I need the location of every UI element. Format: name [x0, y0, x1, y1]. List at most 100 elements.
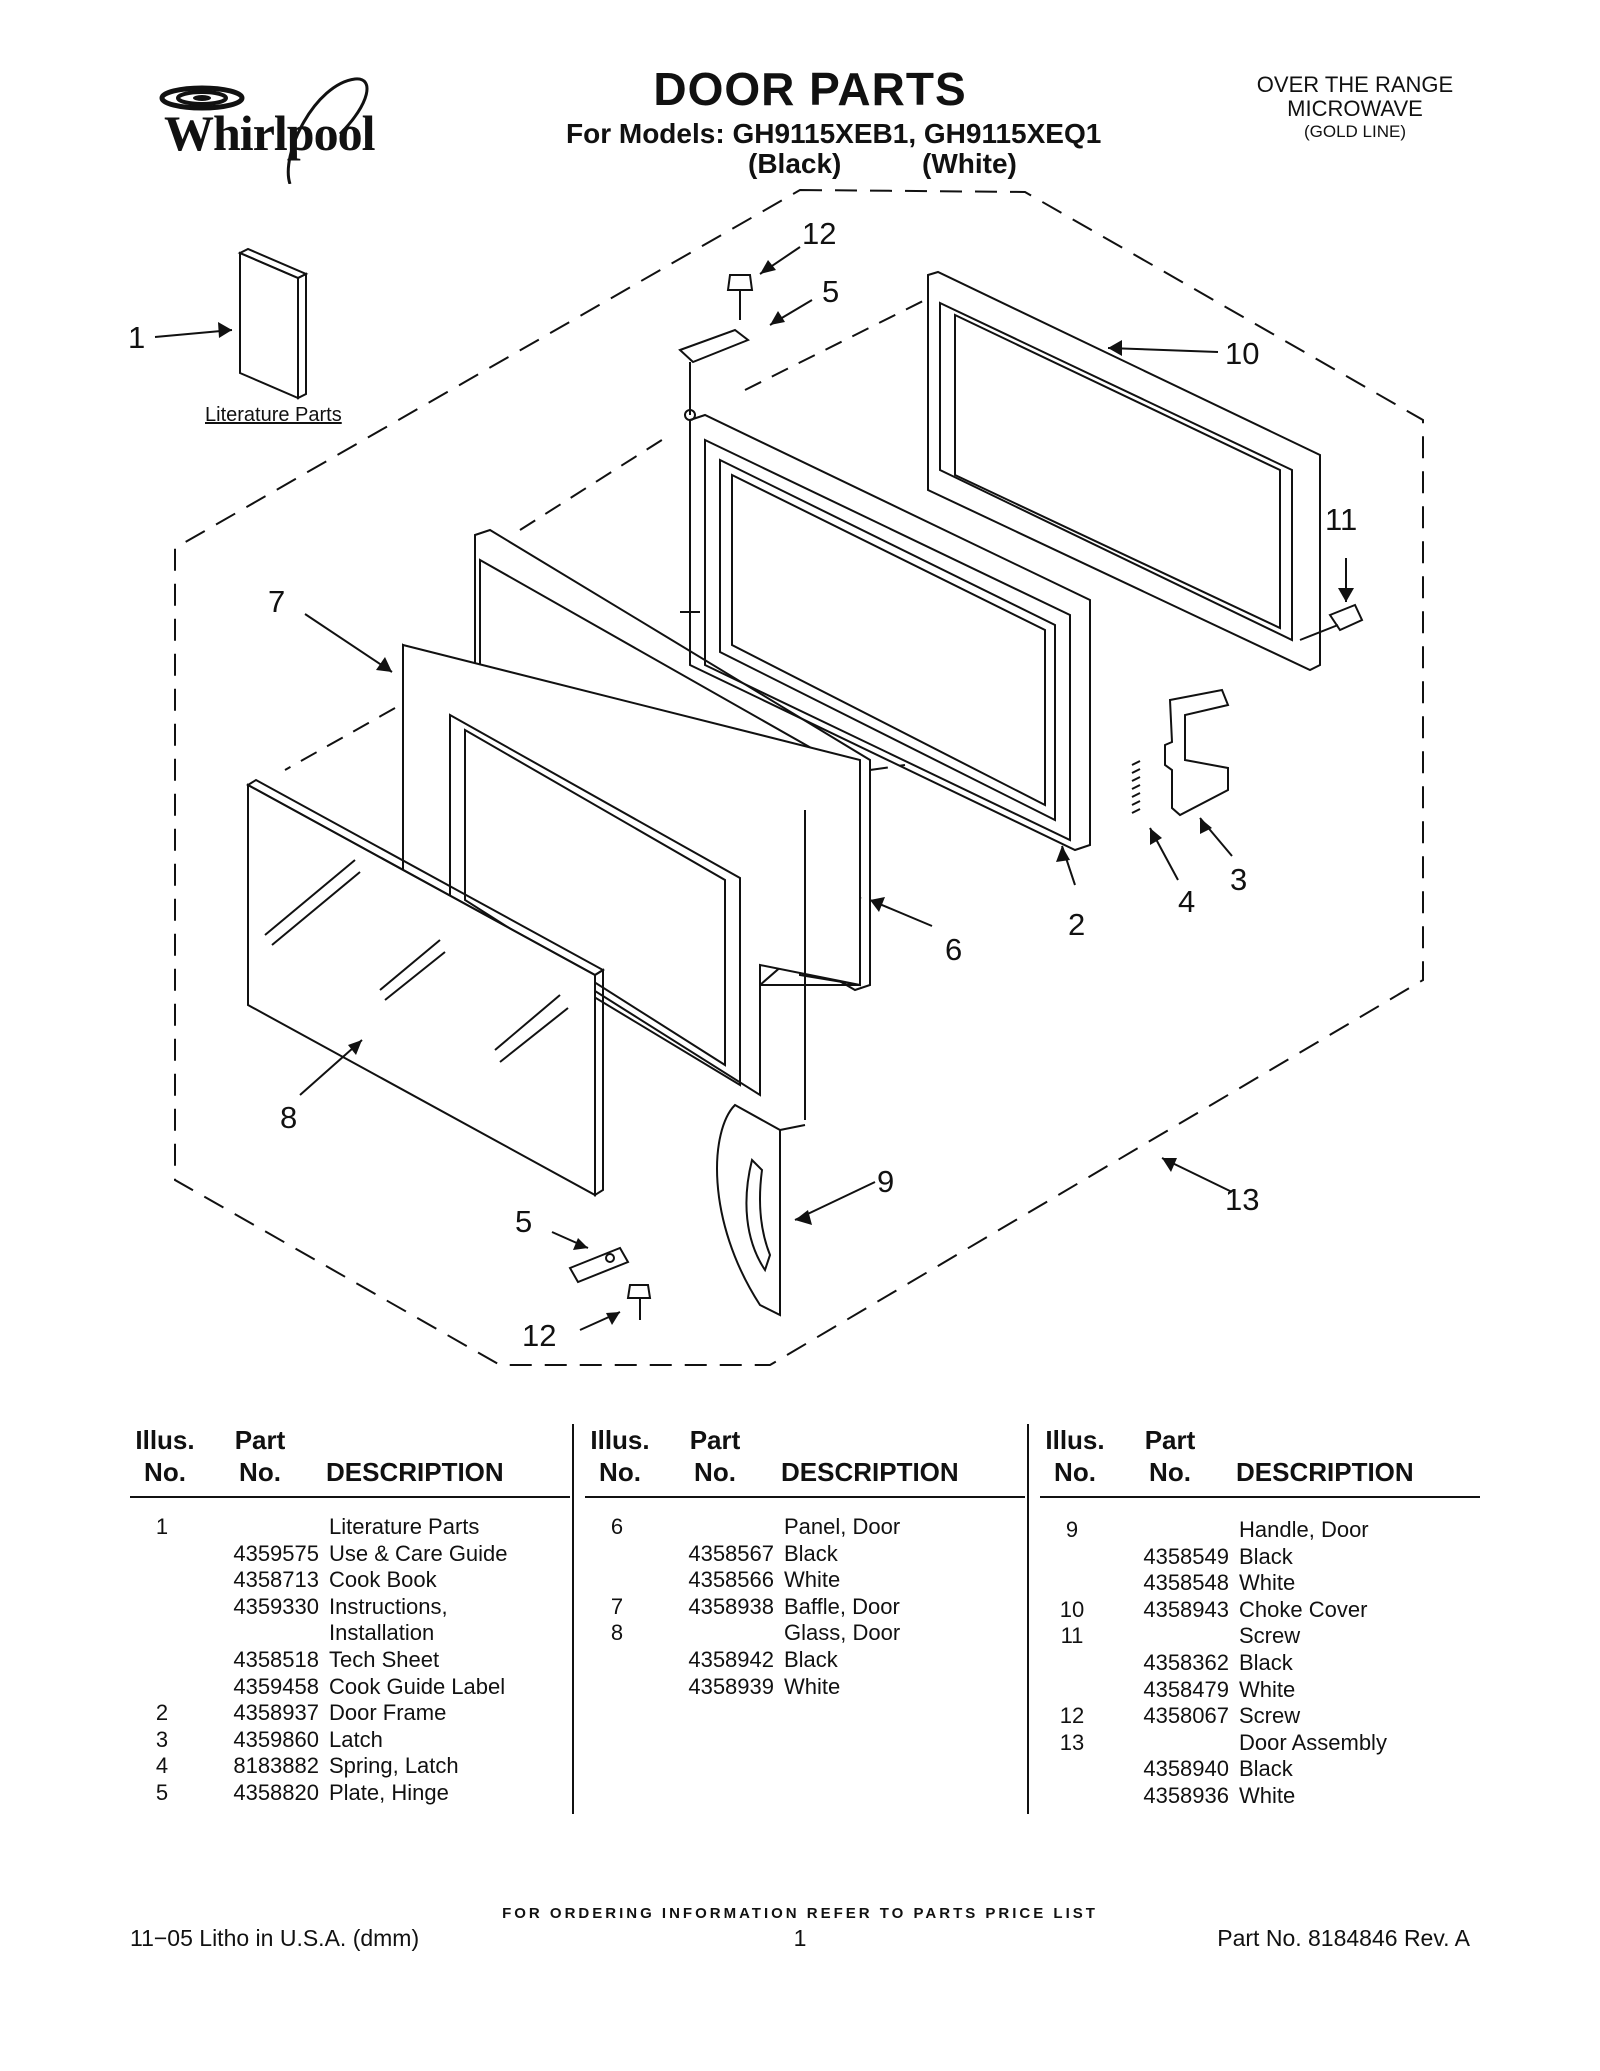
part-description: Screw: [1239, 1623, 1301, 1649]
illus-no: 12: [1059, 1703, 1085, 1729]
part-no: 8183882: [233, 1753, 319, 1779]
part-no: 4358567: [688, 1540, 774, 1566]
callout-4: 4: [1178, 884, 1195, 919]
product-line-3: (GOLD LINE): [1303, 122, 1407, 141]
part-description: Black: [1239, 1756, 1293, 1782]
door-frame: [680, 413, 1091, 852]
illus-no: 9: [1065, 1517, 1079, 1542]
part-no: 4358518: [233, 1646, 319, 1672]
part-description: Literature Parts: [329, 1514, 480, 1539]
part-no: 4358548: [1143, 1570, 1229, 1596]
part-no: 4358479: [1143, 1676, 1229, 1702]
part-description: Handle, Door: [1239, 1517, 1369, 1542]
part-no: 4359458: [233, 1673, 319, 1699]
illus-no: 5: [155, 1779, 169, 1805]
illus-no: 8: [610, 1620, 624, 1646]
part-description: Panel, Door: [784, 1514, 901, 1539]
column-divider: [1027, 1424, 1029, 1814]
callout-5-top: 5: [822, 274, 839, 309]
part-description: Black: [784, 1646, 838, 1672]
part-description: Spring, Latch: [329, 1753, 459, 1779]
table-row: 9 Handle, Door: [1047, 1517, 1487, 1544]
part-description: White: [1239, 1782, 1296, 1808]
header-part: Part: [1144, 1425, 1196, 1455]
part-no: 4359330: [233, 1593, 319, 1619]
illus-no: 13: [1059, 1729, 1085, 1755]
screw-11: [1299, 603, 1364, 641]
part-description: Cook Guide Label: [329, 1673, 506, 1699]
part-description: Plate, Hinge: [329, 1779, 449, 1805]
header-part-no: No.: [694, 1457, 736, 1487]
callout-6: 6: [945, 932, 962, 967]
part-description: Use & Care Guide: [329, 1540, 508, 1566]
table-row: Installation: [137, 1620, 577, 1647]
header-description: DESCRIPTION: [326, 1457, 504, 1487]
part-no: 4359575: [233, 1540, 319, 1566]
illus-no: 2: [155, 1700, 169, 1726]
part-no: 4358713: [233, 1567, 319, 1593]
illus-no: 7: [610, 1593, 624, 1619]
part-number-rev: Part No. 8184846 Rev. A: [1217, 1925, 1470, 1951]
illus-no: 3: [155, 1726, 169, 1752]
part-description: Installation: [329, 1620, 435, 1646]
part-description: Choke Cover: [1239, 1596, 1368, 1622]
part-description: Black: [784, 1540, 838, 1566]
header-description: DESCRIPTION: [781, 1457, 959, 1487]
screw-12-top: [726, 274, 754, 320]
callout-12-bottom: 12: [522, 1318, 556, 1353]
page-number: 1: [793, 1925, 807, 1951]
models-line: For Models: GH9115XEB1, GH9115XEQ1: [566, 118, 1102, 149]
litho-note: 11−05 Litho in U.S.A. (dmm): [130, 1925, 420, 1951]
illus-no: 6: [610, 1514, 624, 1539]
part-no: 4358938: [688, 1593, 774, 1619]
callout-7: 7: [268, 584, 285, 619]
header-illus: Illus.: [590, 1425, 650, 1455]
part-no: 4358566: [688, 1567, 774, 1593]
callout-9: 9: [877, 1164, 894, 1199]
part-no: 4358939: [688, 1673, 774, 1699]
brand-logo: Whirlpool: [140, 74, 390, 184]
latch: [1131, 688, 1230, 817]
table-row: 4358567 Black: [592, 1541, 1032, 1568]
part-no: 4358362: [1143, 1649, 1229, 1675]
header-illus-no: No.: [1054, 1457, 1096, 1487]
illus-no: 10: [1059, 1596, 1085, 1622]
part-description: Glass, Door: [784, 1620, 901, 1646]
table-row: 8 Glass, Door: [592, 1620, 1032, 1647]
header-part-no: No.: [239, 1457, 281, 1487]
table-row: 4358936 White: [1047, 1783, 1487, 1810]
callout-10: 10: [1225, 336, 1259, 371]
choke-cover: [927, 270, 1321, 672]
part-no: 4358937: [233, 1700, 319, 1726]
model-color-black: (Black): [748, 148, 842, 179]
part-description: Black: [1239, 1543, 1293, 1569]
header-part: Part: [689, 1425, 741, 1455]
callout-2: 2: [1068, 907, 1085, 942]
ordering-note: FOR ORDERING INFORMATION REFER TO PARTS …: [502, 1905, 1098, 1922]
column-divider: [572, 1424, 574, 1814]
door-handle: [716, 810, 806, 1317]
header-part: Part: [234, 1425, 286, 1455]
header-illus-no: No.: [599, 1457, 641, 1487]
part-description: Screw: [1239, 1703, 1301, 1729]
part-description: Door Frame: [329, 1700, 447, 1726]
part-no: 4358936: [1143, 1782, 1229, 1808]
callout-1: 1: [128, 320, 145, 355]
model-color-white: (White): [922, 148, 1017, 179]
